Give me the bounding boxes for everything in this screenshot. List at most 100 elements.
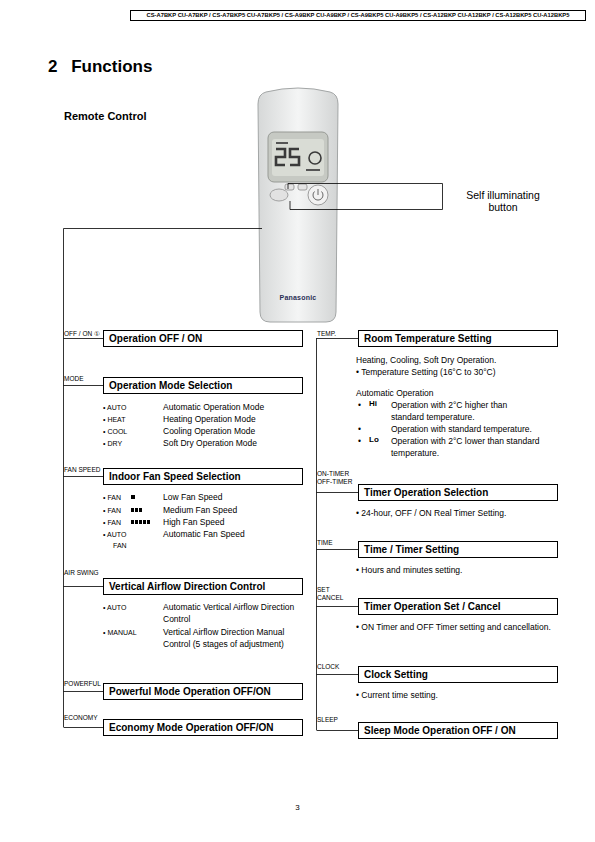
bracket-tick (317, 492, 359, 493)
bullet: • (358, 399, 366, 411)
function-note: Heating, Cooling, Soft Dry Operation. (356, 354, 576, 366)
fan-bar (131, 508, 134, 512)
lcd-mark (306, 169, 320, 171)
key-name: ECONOMY (64, 714, 104, 722)
function-box: SLEEPSleep Mode Operation OFF / ON (358, 722, 558, 739)
key-name: ON-TIMER OFF-TIMER (317, 470, 359, 486)
fan-bar (147, 520, 150, 524)
section-heading: Remote Control (64, 110, 214, 124)
function-name: Powerful Mode Operation OFF/ON (104, 684, 302, 699)
fan-bar (139, 508, 142, 512)
option-description: Heating Operation Mode (163, 413, 303, 425)
fan-bar (131, 520, 134, 524)
lcd-digit (276, 149, 285, 165)
function-name: Sleep Mode Operation OFF / ON (359, 723, 557, 738)
key-name: POWERFUL (64, 680, 104, 688)
option-description: Operation with 2°C lower than standard t… (391, 435, 541, 459)
key-name: AIR SWING (64, 569, 104, 577)
option-description: Operation with 2°C higher than standard … (391, 399, 541, 423)
function-name: Clock Setting (359, 667, 557, 682)
bracket-tick (64, 338, 104, 339)
option-description: High Fan Speed (163, 516, 303, 528)
mode-option: • COOL (103, 425, 161, 437)
fan-bar (131, 495, 135, 499)
function-box: ECONOMYEconomy Mode Operation OFF/ON (103, 719, 303, 736)
mode-option: • DRY (103, 437, 161, 449)
function-name: Indoor Fan Speed Selection (104, 469, 302, 484)
function-name: Time / Timer Setting (359, 542, 557, 557)
power-symbol (313, 189, 323, 200)
function-note: Automatic Operation (356, 387, 556, 399)
fan-option: • FAN (103, 491, 129, 503)
function-box: CLOCKClock Setting (358, 666, 558, 683)
bracket-tick (317, 730, 359, 731)
bullet: • (358, 435, 366, 447)
function-box: TIMETime / Timer Setting (358, 541, 558, 558)
model-list: CS-A7BKP CU-A7BKP / CS-A7BKP5 CU-A7BKP5 … (131, 11, 585, 20)
mode-option: • HEAT (103, 413, 161, 425)
function-box: POWERFULPowerful Mode Operation OFF/ON (103, 683, 303, 700)
function-name: Operation OFF / ON (104, 331, 302, 346)
fan-option: • FAN (103, 504, 129, 516)
temp-button (298, 184, 307, 190)
callout-bracket (288, 184, 443, 210)
brand-logo: Panasonic (273, 294, 323, 303)
function-box: OFF / ON ①Operation OFF / ON (103, 330, 303, 347)
remote-body (258, 88, 338, 322)
lcd-icon (309, 152, 321, 164)
fan-option: • AUTO FAN (103, 528, 133, 551)
key-name: SET CANCEL (317, 586, 347, 602)
option-description: Soft Dry Operation Mode (163, 437, 303, 449)
bracket-tick (64, 691, 104, 692)
function-note: • Temperature Setting (16°C to 30°C) (356, 366, 576, 378)
function-name: Timer Operation Selection (359, 485, 557, 500)
remote-lcd (272, 139, 324, 176)
mode-option: • AUTO (103, 401, 161, 413)
bracket-tick (64, 476, 104, 477)
function-name: Operation Mode Selection (104, 378, 302, 393)
function-note: • ON Timer and OFF Timer setting and can… (356, 621, 556, 633)
function-box: SET CANCELTimer Operation Set / Cancel (358, 598, 558, 615)
key-name: FAN SPEED (64, 466, 104, 474)
option-description: Operation with standard temperature. (391, 423, 561, 435)
remote-illustration (258, 88, 338, 322)
key-name: TEMP. (317, 330, 359, 338)
page-number: 3 (290, 803, 305, 813)
option-description: Automatic Vertical Airflow Direction Con… (163, 601, 298, 625)
function-note: • Current time setting. (356, 689, 576, 701)
page-title: 2 Functions (48, 56, 152, 77)
function-box: TEMP.Room Temperature Setting (358, 330, 558, 347)
bracket-tick (317, 549, 359, 550)
callout-text: Self illuminating button (456, 189, 550, 213)
option-description: Automatic Operation Mode (163, 401, 303, 413)
function-name: Room Temperature Setting (359, 331, 557, 346)
bracket-tick (64, 586, 104, 587)
key-name: TIME (317, 539, 359, 547)
function-box: AIR SWINGVertical Airflow Direction Cont… (103, 578, 303, 595)
model-header-box: CS-A7BKP CU-A7BKP / CS-A7BKP5 CU-A7BKP5 … (130, 10, 586, 21)
bracket-tick (64, 385, 104, 386)
lcd-mark (276, 142, 288, 144)
option-description: Cooling Operation Mode (163, 425, 303, 437)
fan-bar (135, 520, 138, 524)
remote-lcd-frame (268, 132, 328, 182)
lcd-digit (290, 149, 299, 165)
option-description: Medium Fan Speed (163, 504, 303, 516)
fan-speed-bars (131, 495, 150, 524)
bracket-tick (317, 606, 359, 607)
fan-bar (139, 520, 142, 524)
option-description: Low Fan Speed (163, 491, 303, 503)
hi-symbol: Hi (369, 398, 389, 410)
fan-bar (135, 508, 138, 512)
swing-option: • AUTO (103, 601, 161, 613)
function-name: Economy Mode Operation OFF/ON (104, 720, 302, 735)
function-box: ON-TIMER OFF-TIMERTimer Operation Select… (358, 484, 558, 501)
option-description: Automatic Fan Speed (163, 528, 303, 540)
function-note: • 24-hour, OFF / ON Real Timer Setting. (356, 507, 576, 519)
function-note: • Hours and minutes setting. (356, 564, 576, 576)
fan-bar (143, 520, 146, 524)
bracket-tick (317, 338, 359, 339)
option-description: Vertical Airflow Direction Manual Contro… (163, 626, 298, 650)
lo-symbol: Lo (369, 434, 389, 446)
